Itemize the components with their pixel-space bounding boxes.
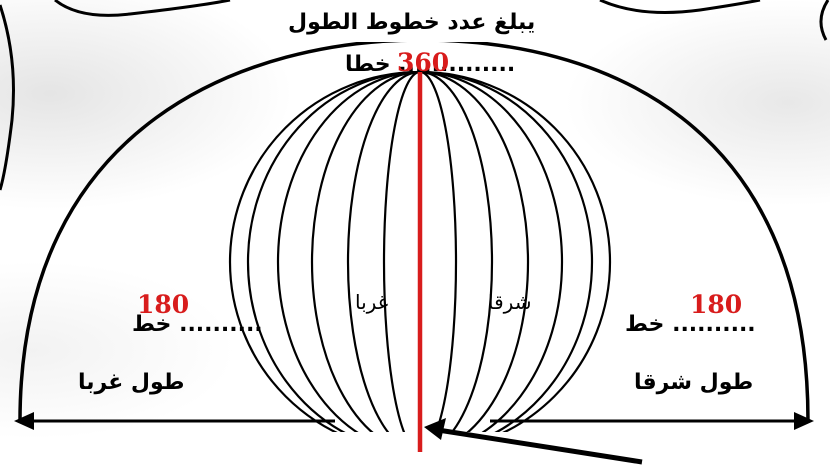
top-left-callout	[55, 0, 230, 15]
east-globe-label: شرقا	[488, 290, 531, 314]
title-count: 360	[397, 48, 449, 77]
west-globe-label: غربا	[355, 290, 388, 314]
east-value: 180	[690, 290, 742, 319]
right-edge-curve	[821, 0, 828, 40]
top-right-callout	[600, 0, 760, 12]
east-unit: خط	[625, 312, 664, 337]
title-unit: خطا	[345, 52, 391, 77]
west-label: طول غربا	[78, 370, 185, 395]
west-value: 180	[137, 290, 189, 319]
title-text: يبلغ عدد خطوط الطول	[288, 10, 535, 35]
left-edge-curve	[0, 5, 14, 190]
east-arrow	[490, 412, 814, 430]
outer-arch	[20, 40, 808, 421]
west-dots: ..........	[179, 312, 263, 337]
west-arrow	[14, 412, 335, 430]
east-label: طول شرقا	[634, 370, 753, 395]
